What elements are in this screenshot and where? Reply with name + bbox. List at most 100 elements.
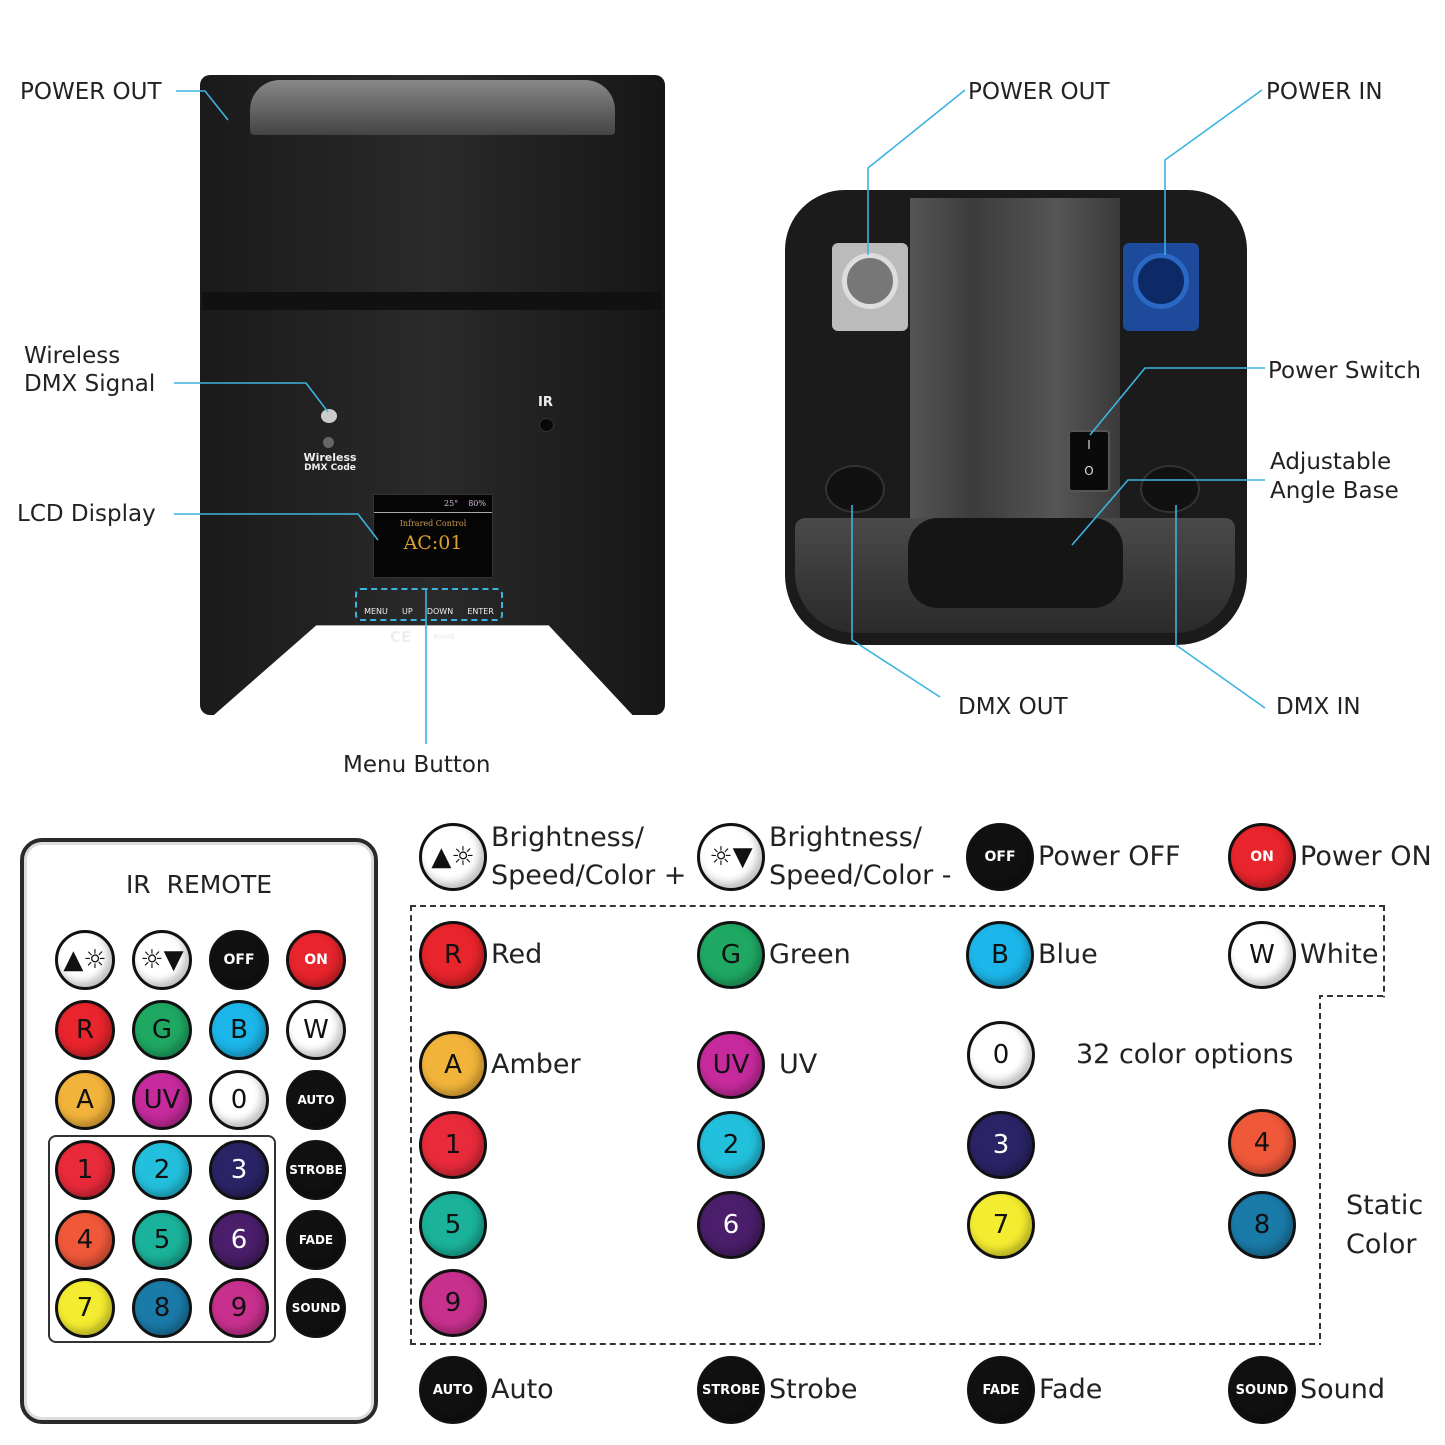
lcd-angle: 25° — [444, 499, 459, 508]
remote-button-6[interactable]: 6 — [209, 1210, 269, 1270]
menu-button[interactable]: MENU — [364, 607, 388, 616]
label-power-out-front: POWER OUT — [20, 79, 162, 105]
legend-button-2: 2 — [697, 1111, 765, 1179]
wireless-code-label: Wireless — [303, 451, 357, 464]
label-menu-button: Menu Button — [343, 752, 491, 778]
legend-label-0: 32 color options — [1076, 1039, 1294, 1070]
line-power-out-front — [176, 90, 229, 121]
base-cutout — [908, 518, 1123, 608]
power-out-connector — [832, 243, 908, 331]
legend-label-w: White — [1300, 939, 1379, 970]
lcd-value: AC:01 — [403, 532, 463, 554]
rohs-mark: RoHS — [433, 633, 455, 641]
legend-button-5: 5 — [419, 1191, 487, 1259]
label-wireless-dmx-2: DMX Signal — [24, 371, 156, 397]
remote-button-1[interactable]: 1 — [55, 1140, 115, 1200]
line-wireless — [174, 382, 329, 413]
label-dmx-out: DMX OUT — [958, 694, 1068, 720]
label-lcd-display: LCD Display — [17, 501, 156, 527]
remote-button-up[interactable]: ▲☼ — [55, 930, 115, 990]
legend-label-g: Green — [769, 939, 851, 970]
legend-button-uv: UV — [697, 1031, 765, 1099]
callout-lines — [174, 89, 1266, 744]
legend-button-6: 6 — [697, 1191, 765, 1259]
remote-button-uv[interactable]: UV — [132, 1070, 192, 1130]
legend-label-on: Power ON — [1300, 841, 1432, 872]
legend-button-on: ON — [1228, 823, 1296, 891]
remote-button-5[interactable]: 5 — [132, 1210, 192, 1270]
enter-button[interactable]: ENTER — [467, 607, 494, 616]
legend-button-g: G — [697, 921, 765, 989]
power-in-connector — [1123, 243, 1199, 331]
legend-button-3: 3 — [967, 1111, 1035, 1179]
remote-button-down[interactable]: ☼▼ — [132, 930, 192, 990]
legend-label-b: Blue — [1038, 939, 1098, 970]
line-dmx-in — [1175, 505, 1266, 709]
remote-button-off[interactable]: OFF — [209, 930, 269, 990]
label-dmx-in: DMX IN — [1276, 694, 1361, 720]
legend-button-off: OFF — [966, 823, 1034, 891]
lcd-mode: Infrared Control — [399, 519, 467, 528]
legend-label-uv: UV — [779, 1049, 818, 1080]
remote-button-fade[interactable]: FADE — [286, 1210, 346, 1270]
remote-button-2[interactable]: 2 — [132, 1140, 192, 1200]
legend-button-strobe: STROBE — [697, 1356, 765, 1424]
up-button[interactable]: UP — [402, 607, 413, 616]
legend-label-a: Amber — [491, 1049, 581, 1080]
remote-button-strobe[interactable]: STROBE — [286, 1140, 346, 1200]
remote-button-r[interactable]: R — [55, 1000, 115, 1060]
ce-mark: CE — [390, 628, 412, 646]
legend-label-sound: Sound — [1300, 1374, 1386, 1405]
legend-label-auto: Auto — [491, 1374, 554, 1405]
remote-title: IR REMOTE — [125, 870, 273, 899]
legend-button-9: 9 — [419, 1269, 487, 1337]
label-angle-base-2: Angle Base — [1270, 478, 1399, 504]
static-color-label-2: Color — [1346, 1229, 1417, 1260]
remote-button-3[interactable]: 3 — [209, 1140, 269, 1200]
dmx-code-label: DMX Code — [304, 463, 356, 473]
legend-label-r: Red — [491, 939, 543, 970]
legend-label-up: Brightness/ Speed/Color + — [491, 822, 687, 891]
static-color-label-1: Static — [1346, 1190, 1424, 1221]
menu-buttons-group: MENU UP DOWN ENTER — [355, 588, 503, 621]
ir-sensor — [539, 418, 554, 432]
remote-button-g[interactable]: G — [132, 1000, 192, 1060]
lcd-display: 25° 80% Infrared Control AC:01 — [373, 494, 493, 578]
legend-label-off: Power OFF — [1038, 841, 1181, 872]
lcd-battery: 80% — [468, 499, 486, 508]
legend-button-1: 1 — [419, 1111, 487, 1179]
legend-button-up: ▲☼ — [419, 823, 487, 891]
dmx-out-connector — [825, 465, 885, 513]
legend-button-fade: FADE — [967, 1356, 1035, 1424]
remote-button-7[interactable]: 7 — [55, 1278, 115, 1338]
front-unit-top-lens — [250, 80, 615, 135]
down-button[interactable]: DOWN — [426, 607, 454, 616]
label-power-switch: Power Switch — [1268, 358, 1421, 384]
legend-button-down: ☼▼ — [697, 823, 765, 891]
line-switch — [1089, 367, 1265, 436]
front-light-unit — [200, 75, 665, 715]
remote-button-4[interactable]: 4 — [55, 1210, 115, 1270]
remote-static-color-box — [48, 1135, 276, 1343]
ir-label: IR — [538, 395, 553, 410]
legend-button-a: A — [419, 1031, 487, 1099]
remote-button-0[interactable]: 0 — [209, 1070, 269, 1130]
remote-button-on[interactable]: ON — [286, 930, 346, 990]
dmx-in-connector — [1140, 465, 1200, 513]
line-power-out-bottom — [867, 89, 966, 255]
line-angle-base — [1071, 479, 1265, 546]
legend-button-7: 7 — [967, 1191, 1035, 1259]
front-unit-seam — [202, 292, 662, 310]
legend-label-fade: Fade — [1039, 1374, 1103, 1405]
remote-button-w[interactable]: W — [286, 1000, 346, 1060]
label-power-out-bottom: POWER OUT — [968, 79, 1110, 105]
label-wireless-dmx-1: Wireless — [24, 343, 121, 369]
remote-button-sound[interactable]: SOUND — [286, 1278, 346, 1338]
legend-button-b: B — [966, 921, 1034, 989]
remote-button-auto[interactable]: AUTO — [286, 1070, 346, 1130]
remote-button-8[interactable]: 8 — [132, 1278, 192, 1338]
remote-button-9[interactable]: 9 — [209, 1278, 269, 1338]
remote-button-b[interactable]: B — [209, 1000, 269, 1060]
remote-button-a[interactable]: A — [55, 1070, 115, 1130]
